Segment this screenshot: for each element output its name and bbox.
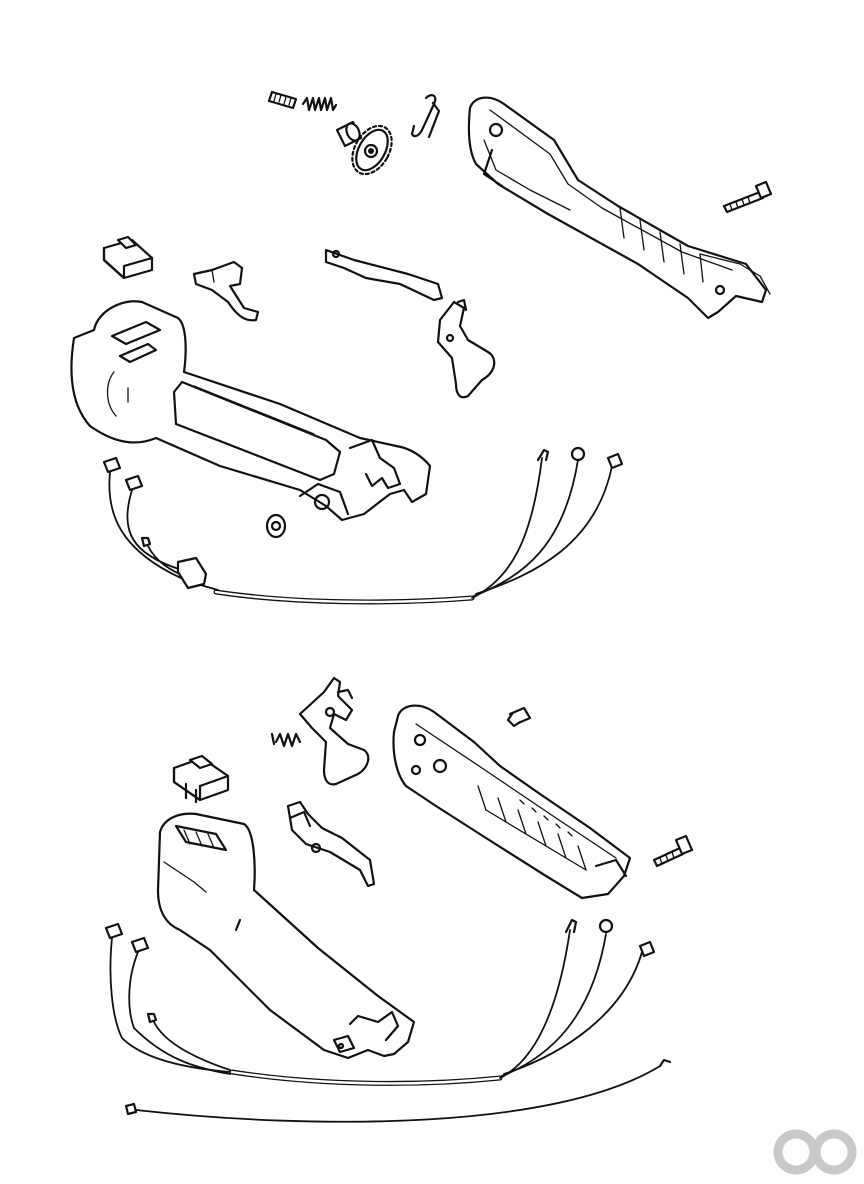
- throttle-lever: [286, 800, 376, 888]
- set-screw: [267, 90, 298, 110]
- torsion-spring: [270, 732, 302, 748]
- wiring-harness: [104, 918, 656, 1086]
- handle-housing-half: [467, 96, 771, 320]
- wiring-harness: [102, 446, 624, 605]
- housing-screw-lower: [652, 834, 694, 868]
- brand-logo-mark-icon: [773, 1129, 857, 1175]
- nut: [265, 513, 287, 539]
- housing-screw: [722, 180, 773, 214]
- throttle-trigger: [436, 298, 496, 399]
- handle-housing: [70, 300, 432, 522]
- lower-assembly: [104, 676, 694, 1123]
- compression-spring: [301, 96, 338, 112]
- handle-housing-half: [392, 704, 632, 900]
- housing-screw: [506, 706, 532, 728]
- handle-housing: [156, 812, 416, 1060]
- throttle-rod: [324, 248, 444, 302]
- switch: [172, 754, 230, 804]
- bushing: [335, 120, 363, 148]
- trigger-interlock: [298, 676, 370, 786]
- hook-clip: [410, 94, 441, 139]
- throttle-cable: [124, 1058, 672, 1123]
- upper-assembly: [70, 90, 773, 605]
- lock-lever: [192, 260, 260, 322]
- toothed-wheel: [351, 124, 393, 176]
- switch: [102, 235, 154, 280]
